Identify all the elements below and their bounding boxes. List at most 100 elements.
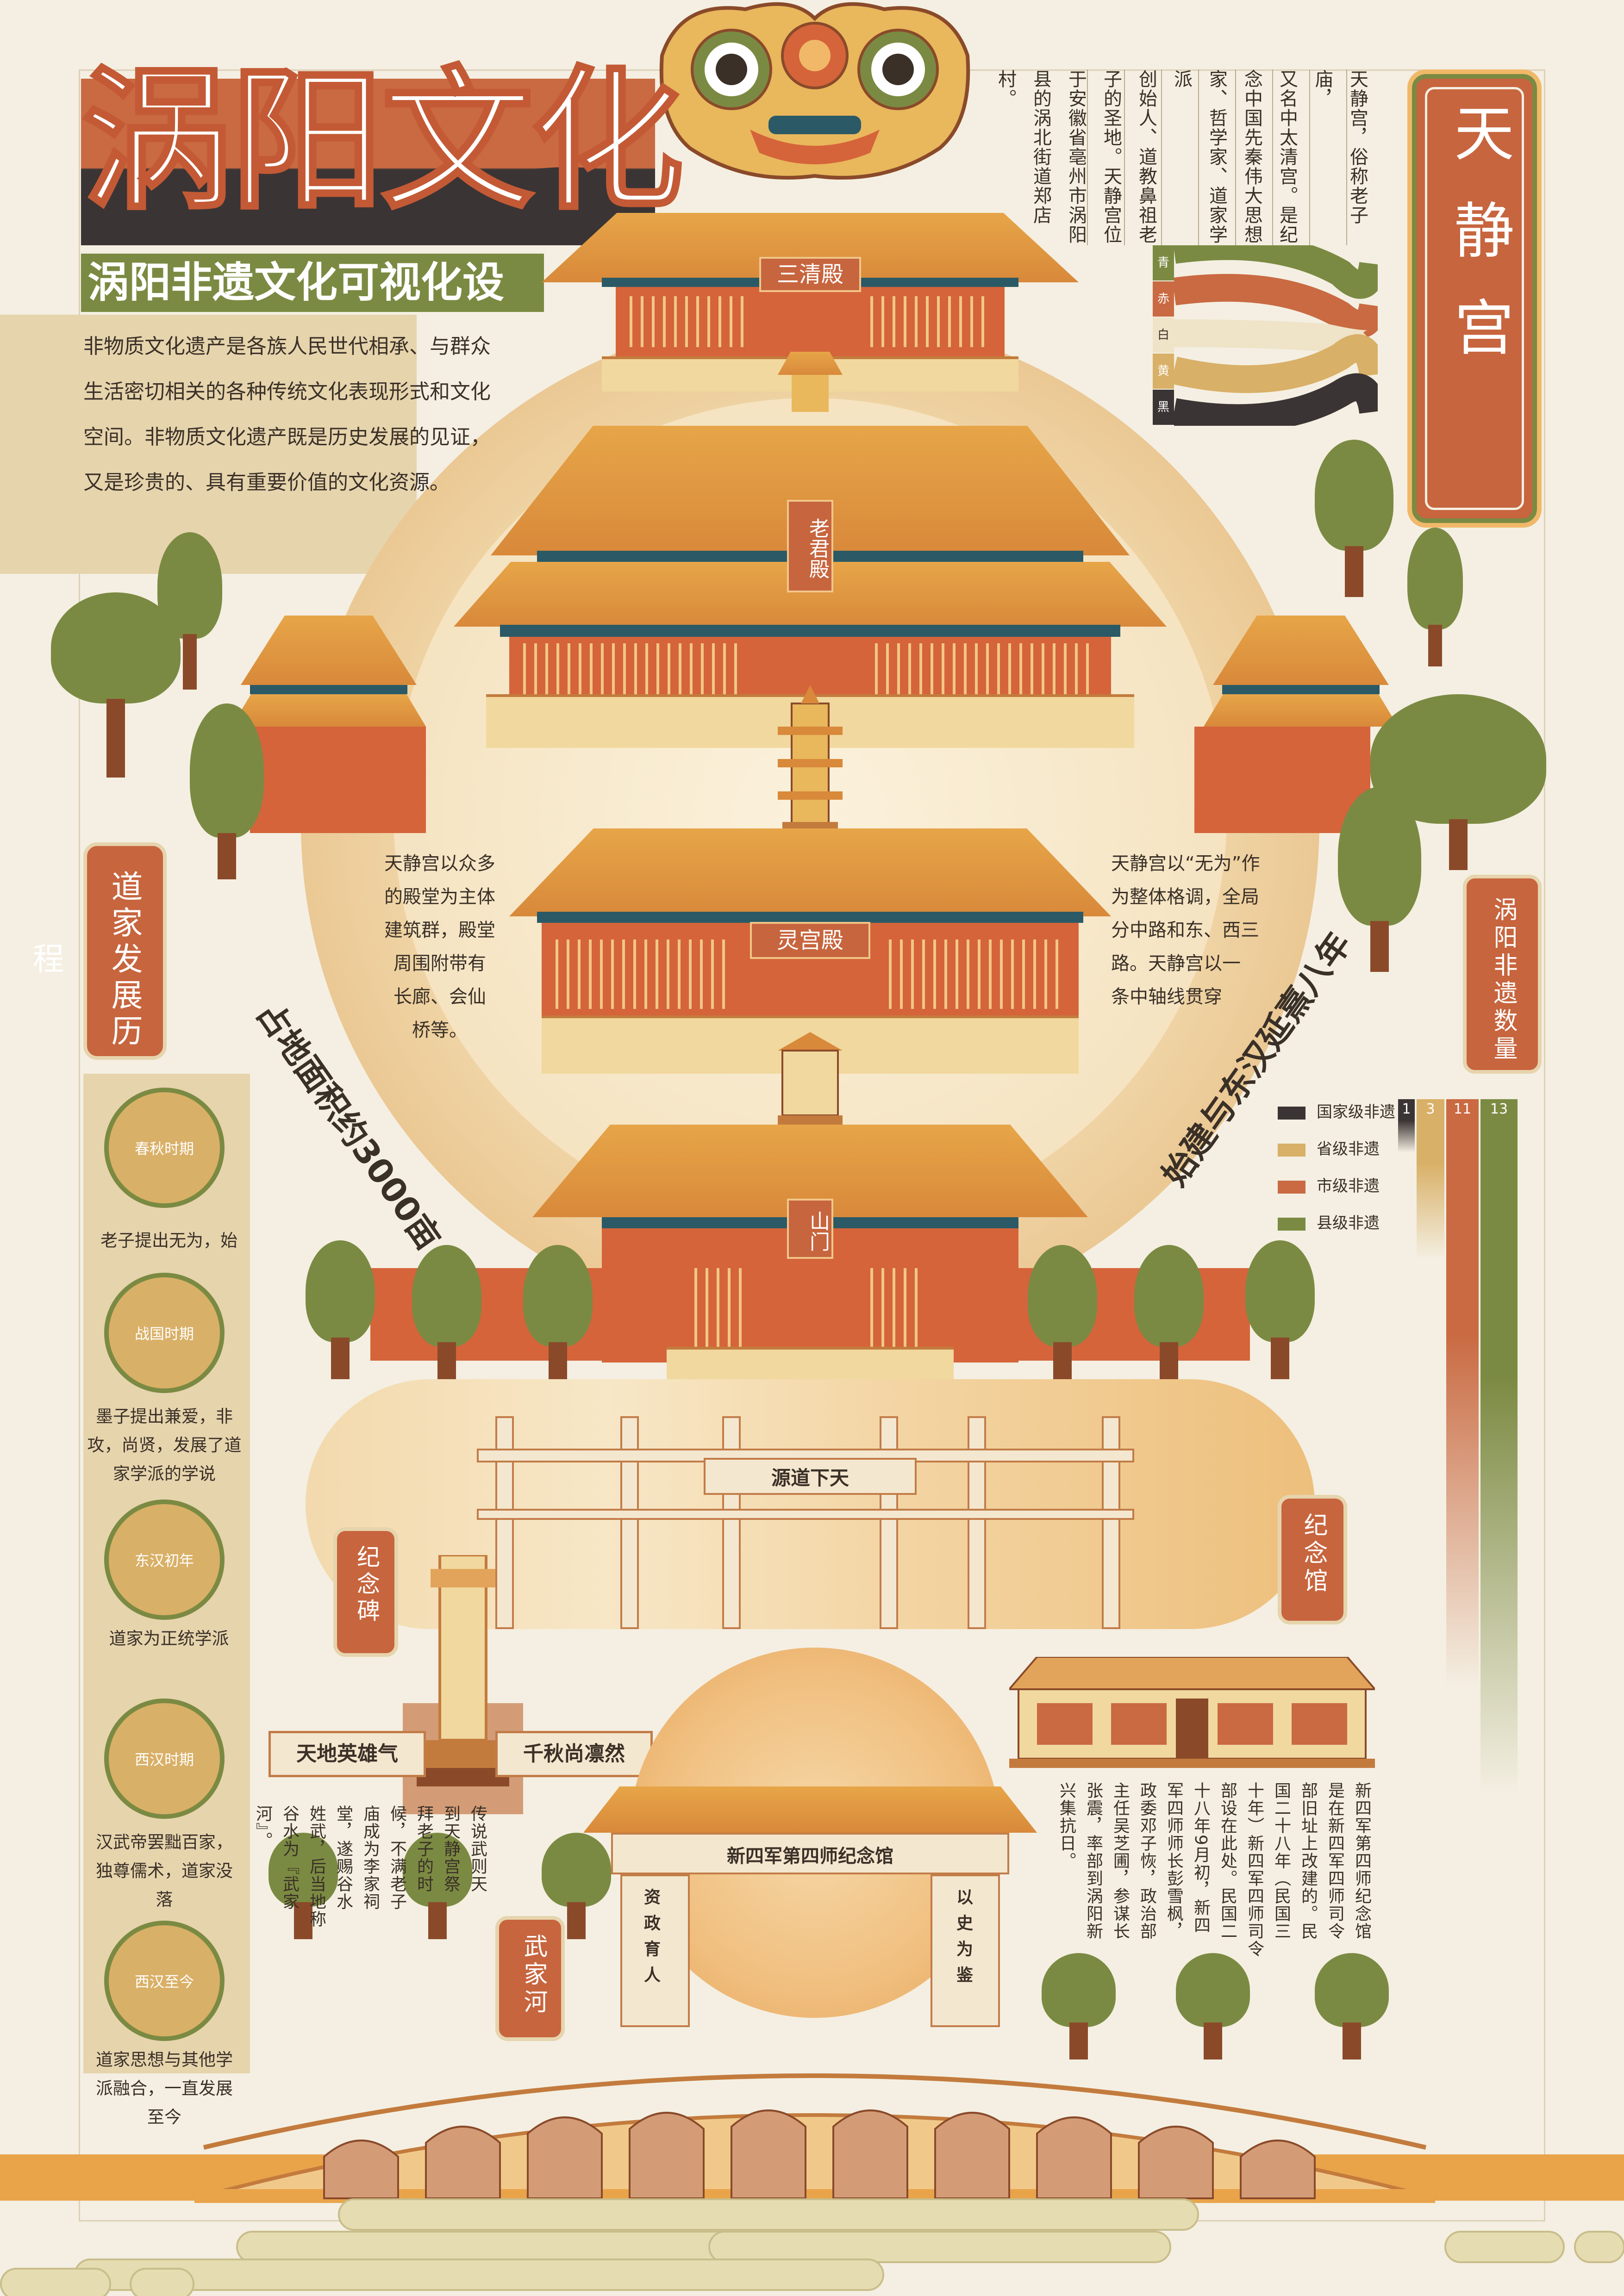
stats-bar: 1: [1398, 1099, 1415, 1152]
memorial-sign: 纪念馆: [1278, 1495, 1347, 1624]
cloud: [1444, 2231, 1565, 2263]
cloud: [74, 2259, 884, 2291]
period-donghan: 东汉初年: [104, 1500, 225, 1620]
period-text: 道家为正统学派: [109, 1629, 229, 1649]
period-text: 墨子提出兼爱，非攻，尚贤，发展了道家学派的学说: [87, 1406, 242, 1484]
tree: [523, 1245, 593, 1384]
new-fourth-army-gate: 新四军第四师纪念馆 资政育人 以史为鉴: [583, 1786, 1037, 2027]
info-right-line: 天静宫以“无为”作: [1111, 853, 1260, 874]
wujia-desc-line: 堂，遂赐谷水: [334, 1805, 353, 1910]
legend-label: 国家级非遗: [1317, 1103, 1395, 1121]
wujia-desc-line: 河』。: [253, 1805, 272, 1849]
period-text: 道家思想与其他学派融合，一直发展至今: [96, 2050, 233, 2127]
tianjing-desc-line: 村。: [995, 69, 1016, 108]
monument-sign: 纪念碑: [333, 1527, 398, 1657]
legend-swatch: [1278, 1217, 1305, 1231]
legend-swatch: [1278, 1143, 1305, 1157]
paifang-plaque: 源道下天: [771, 1467, 849, 1489]
page-title: 涡阳文化: [80, 52, 685, 230]
cloud: [708, 2231, 1171, 2263]
stats-bar: 13: [1480, 1099, 1518, 1793]
intro-band: [0, 315, 417, 574]
incense-burner: [778, 1032, 843, 1139]
tree: [1407, 528, 1463, 666]
memorial-desc-line: 政委邓子恢，政治部: [1137, 1782, 1156, 1940]
stats-bar-value: 3: [1426, 1101, 1435, 1117]
memorial-desc-line: 张震，率部到涡阳新: [1084, 1782, 1103, 1940]
mountain-silhouette: [81, 167, 655, 245]
tree: [1134, 1245, 1204, 1384]
info-left-line: 的殿堂为主体: [384, 886, 495, 908]
period-label: 战国时期: [134, 1325, 194, 1343]
tree: [1028, 1245, 1097, 1384]
tree: [412, 1245, 481, 1384]
tianjing-sign-border: [1425, 87, 1524, 510]
info-right-line: 为整体格调，全局: [1111, 886, 1259, 908]
linggong-plaque: 灵宫殿: [750, 922, 870, 959]
intro-text: 非物质文化遗产是各族人民世代相承、与群众生活密切相关的各种传统文化表现形式和文化…: [83, 335, 491, 494]
period-chunqiu: 春秋时期: [104, 1088, 225, 1208]
memorial-desc-line: 兴集抗日。: [1057, 1782, 1076, 1870]
couplet-left: 天地英雄气: [269, 1731, 426, 1777]
stats-bar: 3: [1417, 1099, 1444, 1259]
tianjing-sign: 天静宫: [1407, 69, 1542, 528]
stats-bar: 11: [1446, 1099, 1479, 1686]
tree: [306, 1240, 375, 1379]
tianjing-desc-line: 念中国先秦伟大思想: [1241, 69, 1262, 244]
tree: [403, 1833, 472, 1939]
legend-national: 国家级非遗: [1278, 1099, 1395, 1122]
period-xihan-zhijin: 西汉至今: [104, 1921, 225, 2041]
timeline-sign-text: 道家发展历程: [27, 870, 142, 1051]
period-xihan: 西汉时期: [104, 1699, 225, 1819]
tianjing-desc-line: 县的涡北街道郑店: [1030, 69, 1051, 225]
pagoda: [778, 685, 843, 831]
tree: [190, 703, 264, 879]
wujia-desc-line: 庙成为李家祠: [361, 1805, 380, 1910]
tree: [542, 1833, 611, 1939]
memorial-desc-line: 是在新四军四师司令: [1325, 1782, 1344, 1940]
shanmen-plaque: 山门: [787, 1199, 833, 1259]
couplet-right: 千秋尚凛然: [495, 1731, 653, 1777]
tianjing-desc-line: 子的圣地。天静宫位: [1100, 69, 1122, 244]
laojun-plaque: 老君殿: [787, 500, 833, 592]
memorial-desc-line: 军四师师长彭雪枫，: [1164, 1782, 1183, 1940]
n4gate-right-scroll: 以史为鉴: [954, 1888, 973, 1992]
stats-sign-text: 涡阳非遗数量: [1489, 897, 1517, 1064]
period-text: 汉武帝罢黜百家，独尊儒术，道家没落: [96, 1832, 233, 1910]
period-label: 东汉初年: [134, 1552, 194, 1569]
tree: [1315, 440, 1393, 597]
legend-swatch: [1278, 1106, 1305, 1120]
info-left-line: 天静宫以众多: [384, 853, 495, 874]
arch-bridge: [194, 2073, 1436, 2203]
memorial-desc-line: 十年）新四军四师司令: [1245, 1782, 1264, 1958]
info-right: 天静宫以“无为”作 为整体格调，全局 分中路和东、西三 路。天静宫以一 条中轴线…: [1111, 847, 1287, 1014]
info-right-line: 分中路和东、西三: [1111, 920, 1259, 941]
sanqing-plaque: 三清殿: [759, 257, 861, 292]
cloud: [130, 2268, 194, 2296]
info-left-line: 桥等。: [412, 1020, 468, 1041]
tianjing-desc-rules: [1051, 69, 1366, 245]
memorial-desc-line: 新四军第四师纪念馆: [1352, 1782, 1371, 1940]
memorial-desc-line: 主任吴芝圃，参谋长: [1111, 1782, 1130, 1940]
monument-sign-text: 纪念碑: [353, 1545, 380, 1625]
five-colors-ribbons: [1174, 245, 1378, 426]
info-left-line: 长廊、会仙: [394, 986, 486, 1008]
n4gate-plaque: 新四军第四师纪念馆: [727, 1846, 893, 1867]
five-colors-strip: 青 赤 白 黄 黑: [1153, 245, 1174, 426]
tree: [1338, 787, 1421, 972]
stats-sign: 涡阳非遗数量: [1463, 875, 1542, 1074]
wujia-desc-line: 拜老子的时: [414, 1805, 433, 1893]
wujia-sign: 武家河: [495, 1916, 565, 2041]
memorial-desc-line: 十八年9月初，新四: [1191, 1782, 1210, 1934]
timeline-sign: 道家发展历程: [27, 842, 167, 1060]
tianjing-sign-text: 天静宫: [1444, 102, 1514, 393]
cloud: [338, 2198, 1199, 2231]
color-chi: 赤: [1153, 281, 1174, 317]
wujia-desc-line: 到天静宫祭: [441, 1805, 460, 1893]
tree: [269, 1833, 338, 1939]
stats-bar-value: 1: [1402, 1101, 1411, 1117]
page-subtitle: 涡阳非遗文化可视化设计: [81, 254, 544, 365]
tianjing-desc-line: 天静宫，俗称老子庙，: [1312, 69, 1368, 225]
wujia-description: 传说武则天 到天静宫祭 拜老子的时 候，不满老子 庙成为李家祠 堂，遂赐谷水 姓…: [250, 1805, 491, 2092]
